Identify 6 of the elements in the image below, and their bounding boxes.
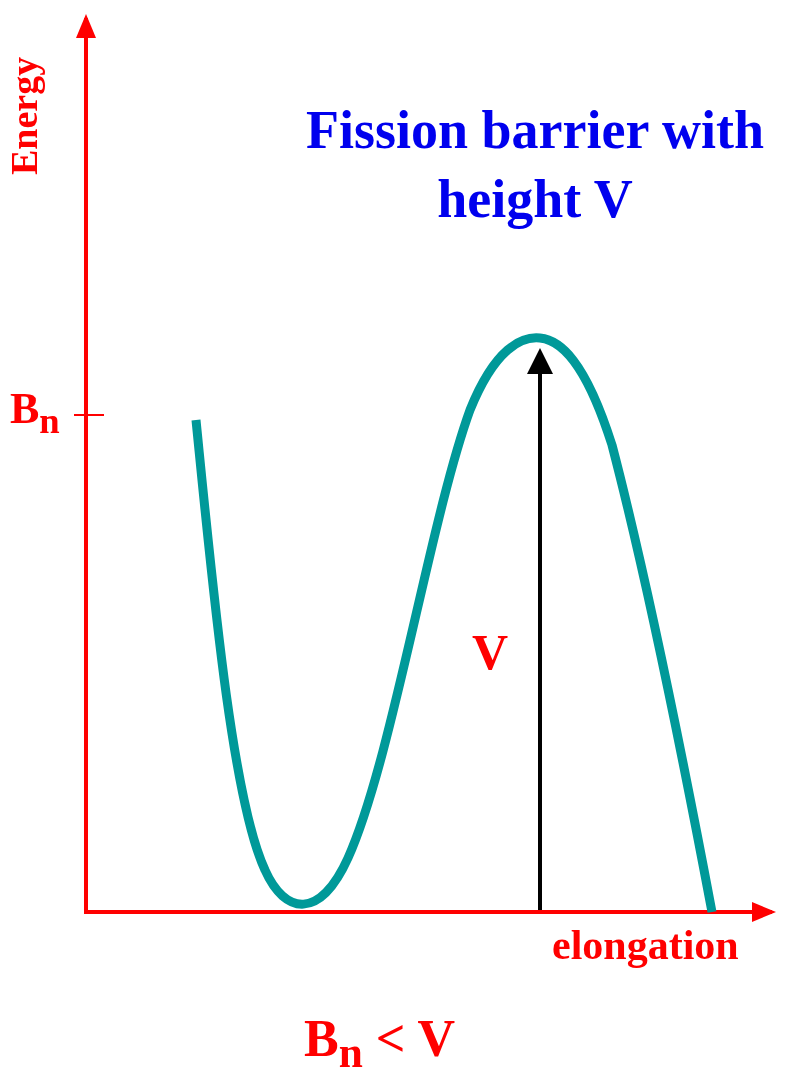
title: Fission barrier with height V [305,99,765,232]
axis-label: Energy [4,56,46,175]
barrier-label: V [472,625,509,680]
axis-label: elongation [552,922,739,969]
condition-label: B$_{n}$ < V [304,1010,456,1078]
tick-label: B$_{n}$ [10,385,60,442]
